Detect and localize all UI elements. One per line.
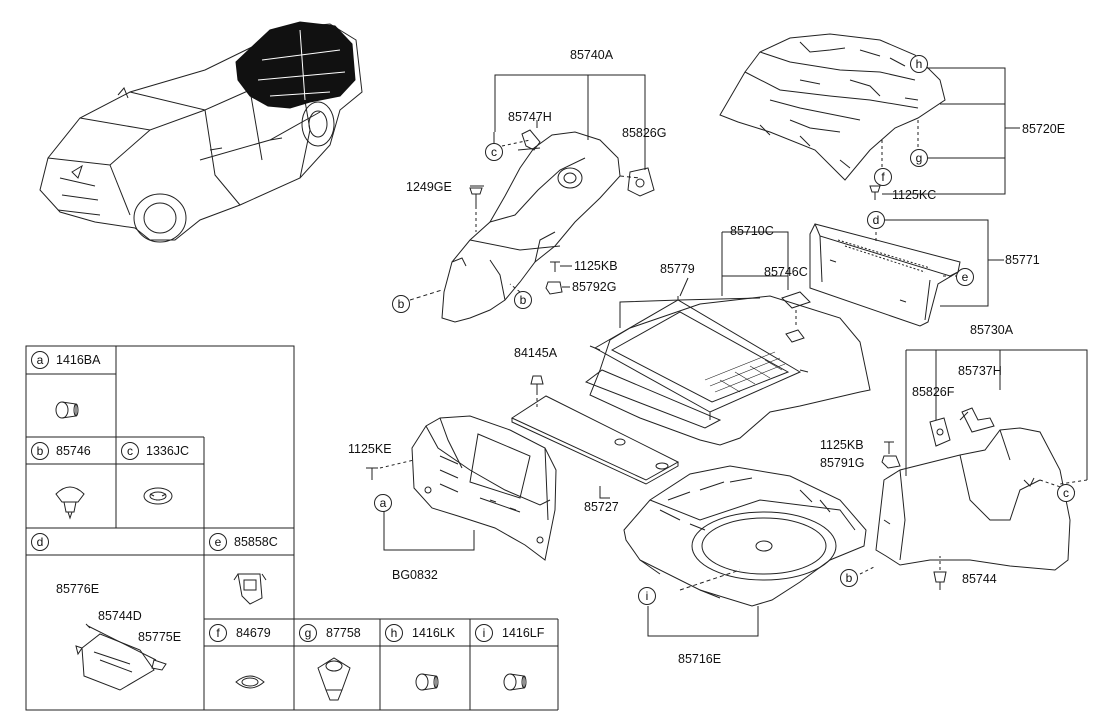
legend-part-f: 84679 — [236, 626, 271, 640]
vehicle-illustration — [39, 23, 363, 243]
legend-letter-f: f — [209, 624, 227, 642]
legend-table — [25, 345, 559, 711]
icon-84679 — [235, 675, 265, 689]
callout-1249GE: 1249GE — [406, 180, 452, 194]
legend-d-sub-85775E: 85775E — [138, 630, 182, 644]
legend-d-sub-85744D: 85744D — [98, 609, 142, 623]
clip-1249GE — [469, 187, 483, 232]
callout-85771: 85771 — [1005, 253, 1040, 267]
callout-85747H: 85747H — [508, 110, 552, 124]
ref-letter-c: c — [1057, 484, 1075, 502]
ref-letter-c: c — [485, 143, 503, 161]
legend-letter-c: c — [121, 442, 139, 460]
bracket-85747H — [517, 129, 541, 151]
ref-letter-b: b — [840, 569, 858, 587]
icon-85858C — [233, 573, 267, 605]
leader-85730A — [905, 349, 1088, 480]
icon-87758 — [317, 657, 351, 701]
callout-BG0832: BG0832 — [392, 568, 438, 582]
luggage-board — [510, 395, 680, 485]
legend-letter-a: a — [31, 351, 49, 369]
callout-85826F: 85826F — [912, 385, 955, 399]
callout-85779: 85779 — [660, 262, 695, 276]
patch-85746C — [781, 291, 811, 343]
cargo-net — [589, 296, 809, 420]
icon-85744D-assembly — [75, 623, 167, 691]
callout-85737H: 85737H — [958, 364, 1002, 378]
legend-part-b: 85746 — [56, 444, 91, 458]
left-trunk-side-trim — [441, 131, 641, 323]
nut-85791G — [881, 455, 901, 469]
nut-85792G — [545, 281, 563, 295]
legend-letter-d: d — [31, 533, 49, 551]
callout-85710C: 85710C — [730, 224, 774, 238]
screw-1125KB-right — [884, 441, 894, 454]
callout-85746C: 85746C — [764, 265, 808, 279]
right-trunk-side-trim — [875, 427, 1071, 571]
legend-letter-g: g — [299, 624, 317, 642]
ref-letter-d: d — [867, 211, 885, 229]
leader-85771 — [876, 219, 1004, 307]
icon-1416BA — [55, 401, 79, 419]
legend-part-h: 1416LK — [412, 626, 456, 640]
seatback-trim — [809, 223, 961, 327]
clip-85744 — [933, 571, 947, 590]
callout-85792G: 85792G — [572, 280, 617, 294]
callout-84145A: 84145A — [514, 346, 558, 360]
callout-1125KE: 1125KE — [348, 442, 392, 456]
legend-part-c: 1336JC — [146, 444, 190, 458]
callout-85740A: 85740A — [570, 48, 614, 62]
icon-1336JC — [143, 487, 173, 505]
leader-BG0832 — [383, 510, 475, 551]
callout-85716E: 85716E — [678, 652, 722, 666]
icon-85746 — [55, 486, 85, 520]
ref-letter-b: b — [392, 295, 410, 313]
fastener-84145A — [530, 375, 544, 410]
callout-85720E: 85720E — [1022, 122, 1066, 136]
legend-part-a: 1416BA — [56, 353, 101, 367]
callout-1125KB-right: 1125KB — [820, 438, 864, 452]
legend-part-i: 1416LF — [502, 626, 545, 640]
legend-part-g: 87758 — [326, 626, 361, 640]
trunk-highlight — [235, 21, 356, 109]
leader-85710C — [721, 231, 789, 290]
icon-1416LK — [415, 673, 439, 691]
ref-letter-i: i — [638, 587, 656, 605]
trunk-floor-mat — [589, 295, 871, 446]
bracket-85826F — [929, 417, 951, 447]
trunk-partition-panel — [411, 415, 557, 561]
ref-letter-e: e — [956, 268, 974, 286]
ref-letter-g: g — [910, 149, 928, 167]
bracket-85826G — [627, 167, 655, 197]
legend-letter-e: e — [209, 533, 227, 551]
callout-85791G: 85791G — [820, 456, 865, 470]
ref-letter-a: a — [374, 494, 392, 512]
callout-85727: 85727 — [584, 500, 619, 514]
trunk-floor-tub — [623, 465, 867, 607]
leader-85716E — [647, 606, 759, 637]
bracket-85737H — [959, 407, 995, 433]
legend-part-e: 85858C — [234, 535, 278, 549]
leader-85740A — [494, 74, 646, 170]
clip-1125KC — [869, 185, 881, 200]
screw-1125KE — [366, 459, 415, 480]
legend-letter-b: b — [31, 442, 49, 460]
ref-letter-f: f — [874, 168, 892, 186]
callout-85744: 85744 — [962, 572, 997, 586]
ref-letter-b: b — [514, 291, 532, 309]
callout-1125KC: 1125KC — [892, 188, 937, 202]
callout-85826G: 85826G — [622, 126, 667, 140]
ref-letter-h: h — [910, 55, 928, 73]
legend-letter-i: i — [475, 624, 493, 642]
leader-85720E — [882, 67, 1006, 195]
legend-letter-h: h — [385, 624, 403, 642]
callout-1125KB-left: 1125KB — [574, 259, 618, 273]
screw-1125KB-left — [550, 261, 560, 272]
legend-d-sub-85776E: 85776E — [56, 582, 100, 596]
icon-1416LF — [503, 673, 527, 691]
callout-85730A: 85730A — [970, 323, 1014, 337]
package-tray-trim — [719, 33, 946, 181]
